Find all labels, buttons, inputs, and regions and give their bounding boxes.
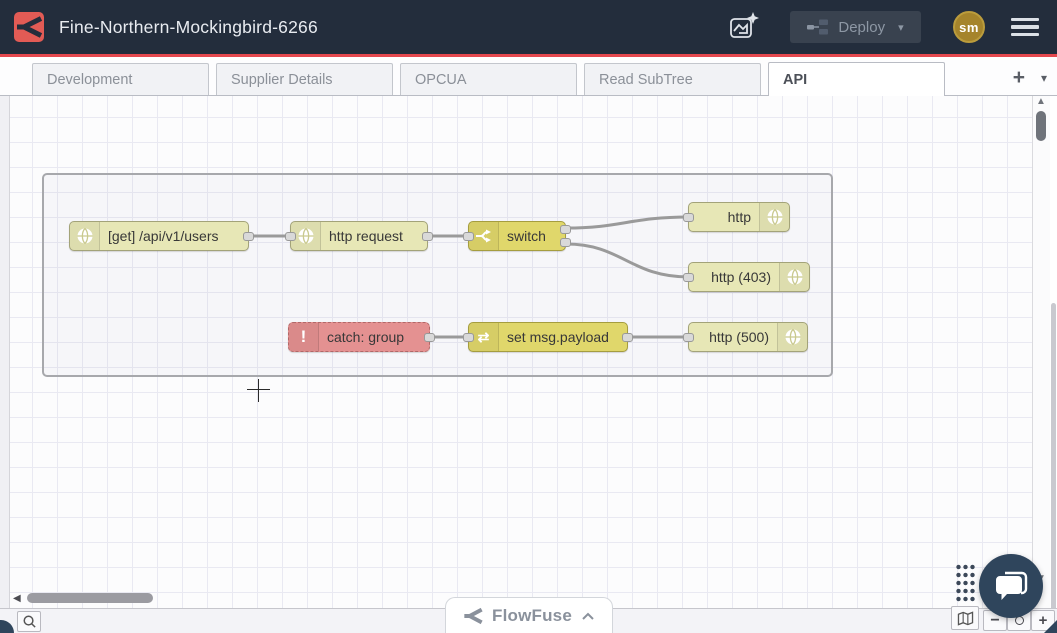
search-button[interactable] <box>17 611 41 632</box>
search-icon <box>23 615 36 628</box>
browser-scrollbar-track[interactable] <box>1050 96 1057 633</box>
node-http-request[interactable]: http request <box>285 221 433 251</box>
globe-icon <box>779 263 809 291</box>
deploy-button-label: Deploy <box>838 18 886 36</box>
vertical-scrollbar-thumb[interactable] <box>1036 111 1046 141</box>
main-menu-button[interactable] <box>1011 14 1039 41</box>
deploy-caret-icon[interactable]: ▾ <box>898 21 904 34</box>
zoom-out-label: − <box>990 611 1000 629</box>
flowfuse-logo-gray-icon <box>464 607 483 624</box>
node-label: switch <box>507 228 546 244</box>
chat-drag-handle[interactable] <box>955 563 976 602</box>
node-http-response[interactable]: http <box>683 202 790 232</box>
tab-label: Development <box>47 71 133 88</box>
output-port-1[interactable] <box>560 225 571 234</box>
instance-title: Fine-Northern-Mockingbird-6266 <box>59 16 318 37</box>
node-label: [get] /api/v1/users <box>108 228 219 244</box>
node-label: set msg.payload <box>507 329 609 345</box>
node-http-in[interactable]: [get] /api/v1/users <box>69 221 254 251</box>
node-switch[interactable]: switch <box>463 221 571 251</box>
output-port[interactable] <box>622 333 633 342</box>
user-avatar[interactable]: sm <box>953 11 985 43</box>
exclamation-glyph: ! <box>300 327 307 346</box>
tab-label: Read SubTree <box>599 71 693 88</box>
input-port[interactable] <box>463 232 474 241</box>
input-port[interactable] <box>285 232 296 241</box>
globe-icon <box>70 222 100 250</box>
node-label: catch: group <box>327 329 405 345</box>
branch-icon <box>469 222 499 250</box>
tab-development[interactable]: Development <box>32 63 209 95</box>
node-http-response-500[interactable]: http (500) <box>683 322 808 352</box>
tab-label: API <box>783 71 808 88</box>
scroll-up-arrow[interactable]: ▲ <box>1036 96 1046 107</box>
chevron-up-icon <box>582 612 594 620</box>
navigator-button[interactable] <box>951 606 979 630</box>
flowfuse-label: FlowFuse <box>492 605 572 625</box>
output-port[interactable] <box>424 333 435 342</box>
menu-icon <box>1011 32 1039 37</box>
tab-read-subtree[interactable]: Read SubTree <box>584 63 761 95</box>
crosshair-cursor <box>257 379 259 402</box>
node-http-response-403[interactable]: http (403) <box>683 262 810 292</box>
chat-launcher-button[interactable] <box>979 554 1043 618</box>
menu-icon <box>1011 25 1039 29</box>
deploy-nodes-icon <box>807 19 829 35</box>
globe-icon <box>291 222 321 250</box>
input-port[interactable] <box>683 273 694 282</box>
swap-icon: ⇄ <box>469 323 499 351</box>
palette-strip[interactable] <box>0 96 10 608</box>
swap-glyph: ⇄ <box>477 328 490 345</box>
node-label: http (403) <box>711 269 771 285</box>
ai-assistant-icon <box>730 12 759 38</box>
output-port-2[interactable] <box>560 238 571 247</box>
menu-icon <box>1011 17 1039 22</box>
tab-opcua[interactable]: OPCUA <box>400 63 577 95</box>
tab-supplier-details[interactable]: Supplier Details <box>216 63 393 95</box>
vertical-scrollbar[interactable]: ▲ ▼ <box>1032 96 1050 608</box>
add-flow-button[interactable]: + <box>1012 66 1025 89</box>
node-label: http <box>727 209 751 225</box>
scroll-left-arrow[interactable]: ◀ <box>13 593 21 604</box>
flow-canvas[interactable]: [get] /api/v1/users http request swi <box>10 96 1032 608</box>
map-icon <box>957 610 973 626</box>
deploy-button[interactable]: Deploy ▾ <box>790 11 921 43</box>
header: Fine-Northern-Mockingbird-6266 Deploy ▾ … <box>0 0 1057 57</box>
zoom-in-label: + <box>1038 612 1048 629</box>
node-label: http request <box>329 228 403 244</box>
globe-icon <box>759 203 789 231</box>
tab-label: OPCUA <box>415 71 467 88</box>
tab-label: Supplier Details <box>231 71 333 88</box>
avatar-initials: sm <box>959 19 979 35</box>
output-port[interactable] <box>243 232 254 241</box>
ai-assistant-button[interactable] <box>726 9 762 45</box>
flowfuse-panel-toggle[interactable]: FlowFuse <box>445 597 613 633</box>
flowfuse-logo-icon <box>14 12 44 42</box>
flow-tab-bar: Development Supplier Details OPCUA Read … <box>0 60 1057 96</box>
globe-icon <box>777 323 807 351</box>
tab-api[interactable]: API <box>768 62 945 96</box>
node-label: http (500) <box>709 329 769 345</box>
node-change[interactable]: ⇄ set msg.payload <box>463 322 633 352</box>
corner-widget[interactable] <box>0 620 14 633</box>
browser-scrollbar-thumb[interactable] <box>1051 303 1056 633</box>
input-port[interactable] <box>463 333 474 342</box>
chat-icon <box>996 571 1028 600</box>
output-port[interactable] <box>422 232 433 241</box>
horizontal-scrollbar-thumb[interactable] <box>27 593 153 603</box>
exclamation-icon: ! <box>289 323 319 351</box>
input-port[interactable] <box>683 333 694 342</box>
node-catch[interactable]: ! catch: group <box>288 322 435 352</box>
flow-list-caret-icon[interactable]: ▾ <box>1040 70 1047 85</box>
tab-actions: + ▾ <box>1013 60 1047 95</box>
resize-corner <box>1044 620 1057 633</box>
input-port[interactable] <box>683 213 694 222</box>
